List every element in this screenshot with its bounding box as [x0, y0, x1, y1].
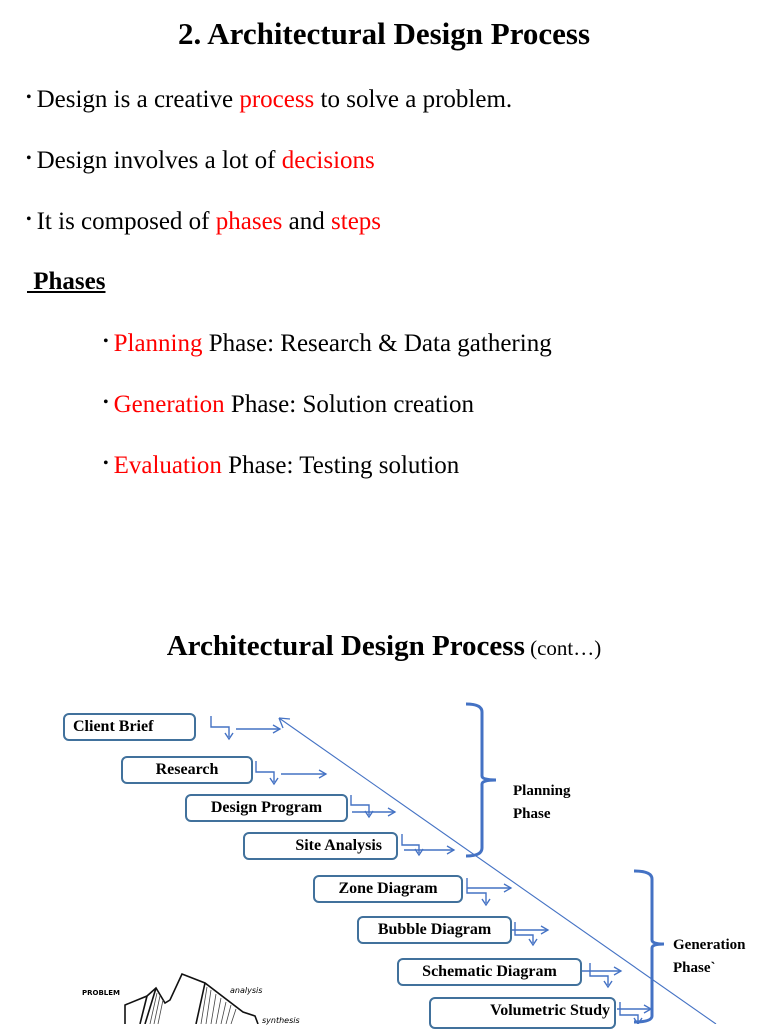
step-schematic-diagram: Schematic Diagram	[397, 958, 582, 986]
sketch-label-problem: PROBLEM	[82, 989, 121, 997]
step-client-brief: Client Brief	[63, 713, 196, 741]
highlight-word: Planning	[113, 330, 203, 357]
bullet-text: to solve a problem.	[314, 86, 513, 113]
bullet-icon: •	[103, 455, 109, 472]
step-research: Research	[121, 756, 253, 784]
step-volumetric-study: Volumetric Study	[429, 997, 616, 1029]
highlight-word: Generation	[113, 391, 225, 418]
phase-label-line: Planning	[513, 783, 571, 799]
sketch-label-analysis: analysis	[230, 986, 263, 995]
bullet-item: •It is composed of phases and steps	[26, 206, 381, 241]
bullet-icon: •	[26, 211, 32, 228]
design-process-sketch	[124, 972, 259, 1024]
step-site-analysis: Site Analysis	[243, 832, 398, 860]
step-bubble-diagram: Bubble Diagram	[357, 916, 512, 944]
phase-item-generation: •Generation Phase: Solution creation	[103, 389, 474, 424]
sketch-label-synthesis: synthesis	[262, 1016, 300, 1025]
phase-description: Phase: Solution creation	[224, 391, 474, 418]
planning-brace	[465, 702, 497, 858]
bullet-icon: •	[26, 150, 32, 167]
bullet-text: and	[282, 208, 332, 235]
bullet-icon: •	[103, 394, 109, 411]
highlight-word: decisions	[281, 147, 375, 174]
bullet-item: •Design is a creative process to solve a…	[26, 84, 512, 119]
phases-heading: Phases	[27, 268, 106, 295]
highlight-word: process	[239, 86, 315, 113]
phase-item-evaluation: •Evaluation Phase: Testing solution	[103, 450, 459, 485]
highlight-word: phases	[215, 208, 283, 235]
bullet-text: Design is a creative	[36, 86, 240, 113]
phase-label-line: Generation	[673, 937, 746, 953]
bullet-icon: •	[26, 89, 32, 106]
phase-description: Phase: Research & Data gathering	[202, 330, 552, 357]
phase-label-line: Phase`	[673, 960, 716, 976]
bullet-text: Design involves a lot of	[36, 147, 282, 174]
phase-description: Phase: Testing solution	[221, 452, 460, 479]
phase-label-line: Phase	[513, 806, 551, 822]
bullet-text: It is composed of	[36, 208, 216, 235]
generation-brace	[633, 869, 665, 1024]
phase-item-planning: •Planning Phase: Research & Data gatheri…	[103, 328, 552, 363]
slide-title: 2. Architectural Design Process	[177, 16, 591, 51]
step-design-program: Design Program	[185, 794, 348, 822]
slide2-title-suffix: (cont…)	[524, 636, 602, 660]
highlight-word: Evaluation	[113, 452, 222, 479]
slide2-title-main: Architectural Design Process	[166, 630, 525, 662]
generation-phase-label: Generation Phase`	[673, 934, 746, 980]
step-zone-diagram: Zone Diagram	[313, 875, 463, 903]
highlight-word: steps	[331, 208, 382, 235]
slide2-title: Architectural Design Process (cont…)	[0, 628, 768, 666]
planning-phase-label: Planning Phase	[513, 780, 571, 826]
bullet-item: •Design involves a lot of decisions	[26, 145, 375, 180]
bullet-icon: •	[103, 333, 109, 350]
